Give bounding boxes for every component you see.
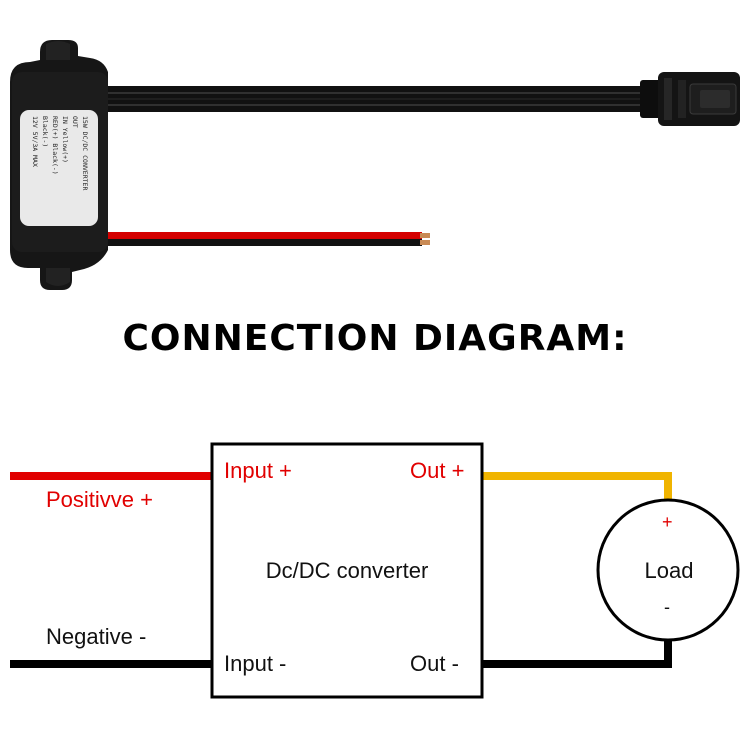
page-title: CONNECTION DIAGRAM:: [122, 318, 628, 359]
load-label: Load: [644, 558, 694, 583]
output-negative-label: Out -: [410, 651, 459, 676]
power-wire: [100, 232, 430, 246]
converter-label: Dc/DC converter: [265, 558, 429, 583]
input-negative-label: Input -: [224, 651, 287, 676]
label-line-6: 12V 5V/3A MAX: [31, 116, 39, 167]
usb-connector: [640, 72, 740, 126]
positive-wire-label: Positivve +: [46, 487, 153, 512]
load-circle: [596, 498, 740, 642]
load-plus-label: +: [662, 512, 673, 532]
label-line-3: IN Yellow(+): [61, 116, 69, 163]
product-photo: 15W DC/DC CONVERTER OUT IN Yellow(+) RED…: [10, 40, 740, 290]
label-line-1: 15W DC/DC CONVERTER: [81, 116, 89, 190]
output-positive-wire: [482, 472, 672, 500]
converter-box: [210, 442, 484, 699]
load-minus-label: -: [664, 597, 670, 617]
label-line-4: RED(+) Black(-): [51, 116, 59, 175]
output-negative-wire: [482, 640, 672, 668]
usb-cable: [100, 86, 660, 112]
input-positive-label: Input +: [224, 458, 292, 483]
label-line-5: Black(-): [41, 116, 49, 147]
label-line-2: OUT: [71, 116, 79, 128]
negative-wire-label: Negative -: [46, 624, 147, 649]
output-positive-label: Out +: [410, 458, 465, 483]
converter-module: 15W DC/DC CONVERTER OUT IN Yellow(+) RED…: [10, 40, 108, 290]
